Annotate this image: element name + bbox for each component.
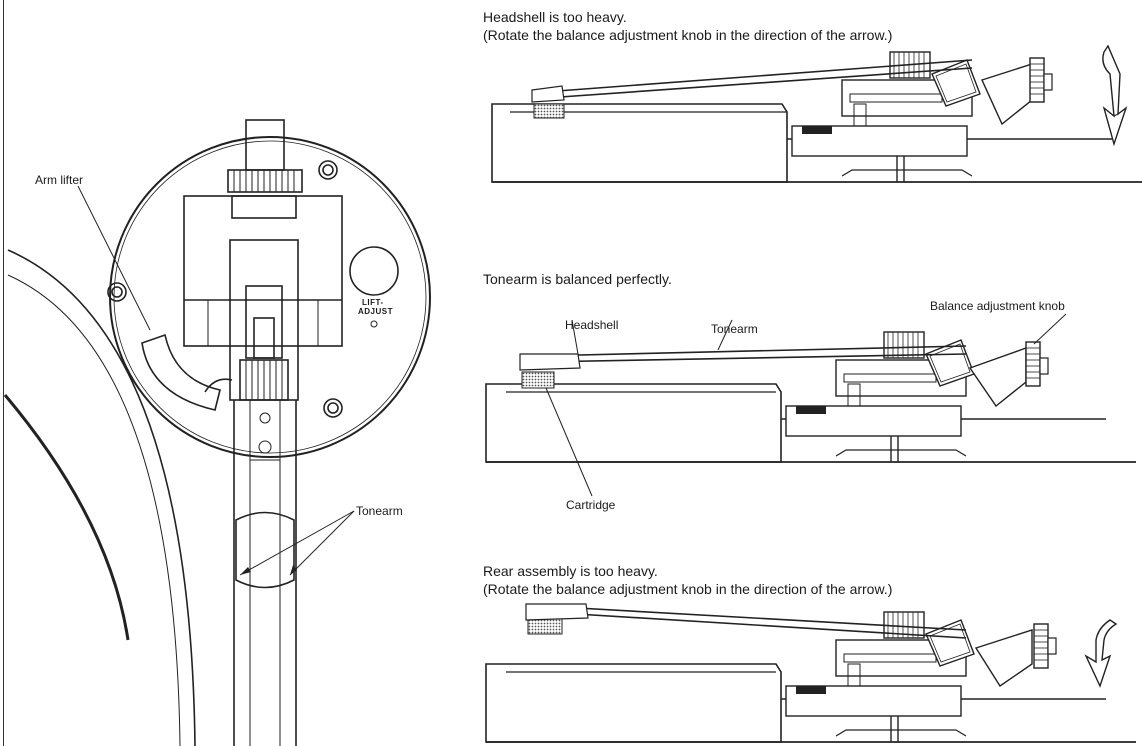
tonearm-top-view-diagram <box>3 119 431 746</box>
tonearm-label-mid: Tonearm <box>711 322 758 336</box>
panel1-caption-1: Headshell is too heavy. <box>483 9 627 25</box>
tonearm-leader-right <box>289 510 355 576</box>
lift-adjust-hole <box>349 246 399 296</box>
tonearm-leader-left <box>239 510 355 576</box>
lift-adjust-label-1: LIFT- <box>362 298 384 307</box>
arm-lifter-leader <box>77 185 151 331</box>
balance-knob-label: Balance adjustment knob <box>930 299 1065 313</box>
platter-edge-outer <box>7 249 196 746</box>
counterweight-knob <box>227 169 303 193</box>
panel2-diagram <box>485 313 1137 497</box>
tonearm-label-left: Tonearm <box>356 504 403 518</box>
headshell-label: Headshell <box>565 318 619 332</box>
arm-lifter-label: Arm lifter <box>35 173 83 187</box>
cartridge-leader <box>545 387 593 497</box>
panel1-caption-2: (Rotate the balance adjustment knob in t… <box>483 27 893 43</box>
panel3-diagram <box>485 603 1137 743</box>
panel3-caption-1: Rear assembly is too heavy. <box>483 563 658 579</box>
platter-rim <box>3 394 130 641</box>
panel1-rotate-arrow <box>1102 44 1128 147</box>
panel3-caption-2: (Rotate the balance adjustment knob in t… <box>483 581 893 597</box>
arm-rest <box>235 511 295 589</box>
platter-edge-inner <box>7 274 181 746</box>
panel2-caption-1: Tonearm is balanced perfectly. <box>483 271 672 287</box>
page-left-border <box>3 0 4 746</box>
arm-lifter-slot <box>141 333 221 411</box>
panel3-rotate-arrow <box>1084 619 1118 688</box>
panel1-diagram <box>491 44 1142 183</box>
cartridge-label: Cartridge <box>566 498 616 512</box>
balance-knob-leader <box>1033 313 1067 345</box>
lift-adjust-label-2: ADJUST <box>358 307 394 316</box>
